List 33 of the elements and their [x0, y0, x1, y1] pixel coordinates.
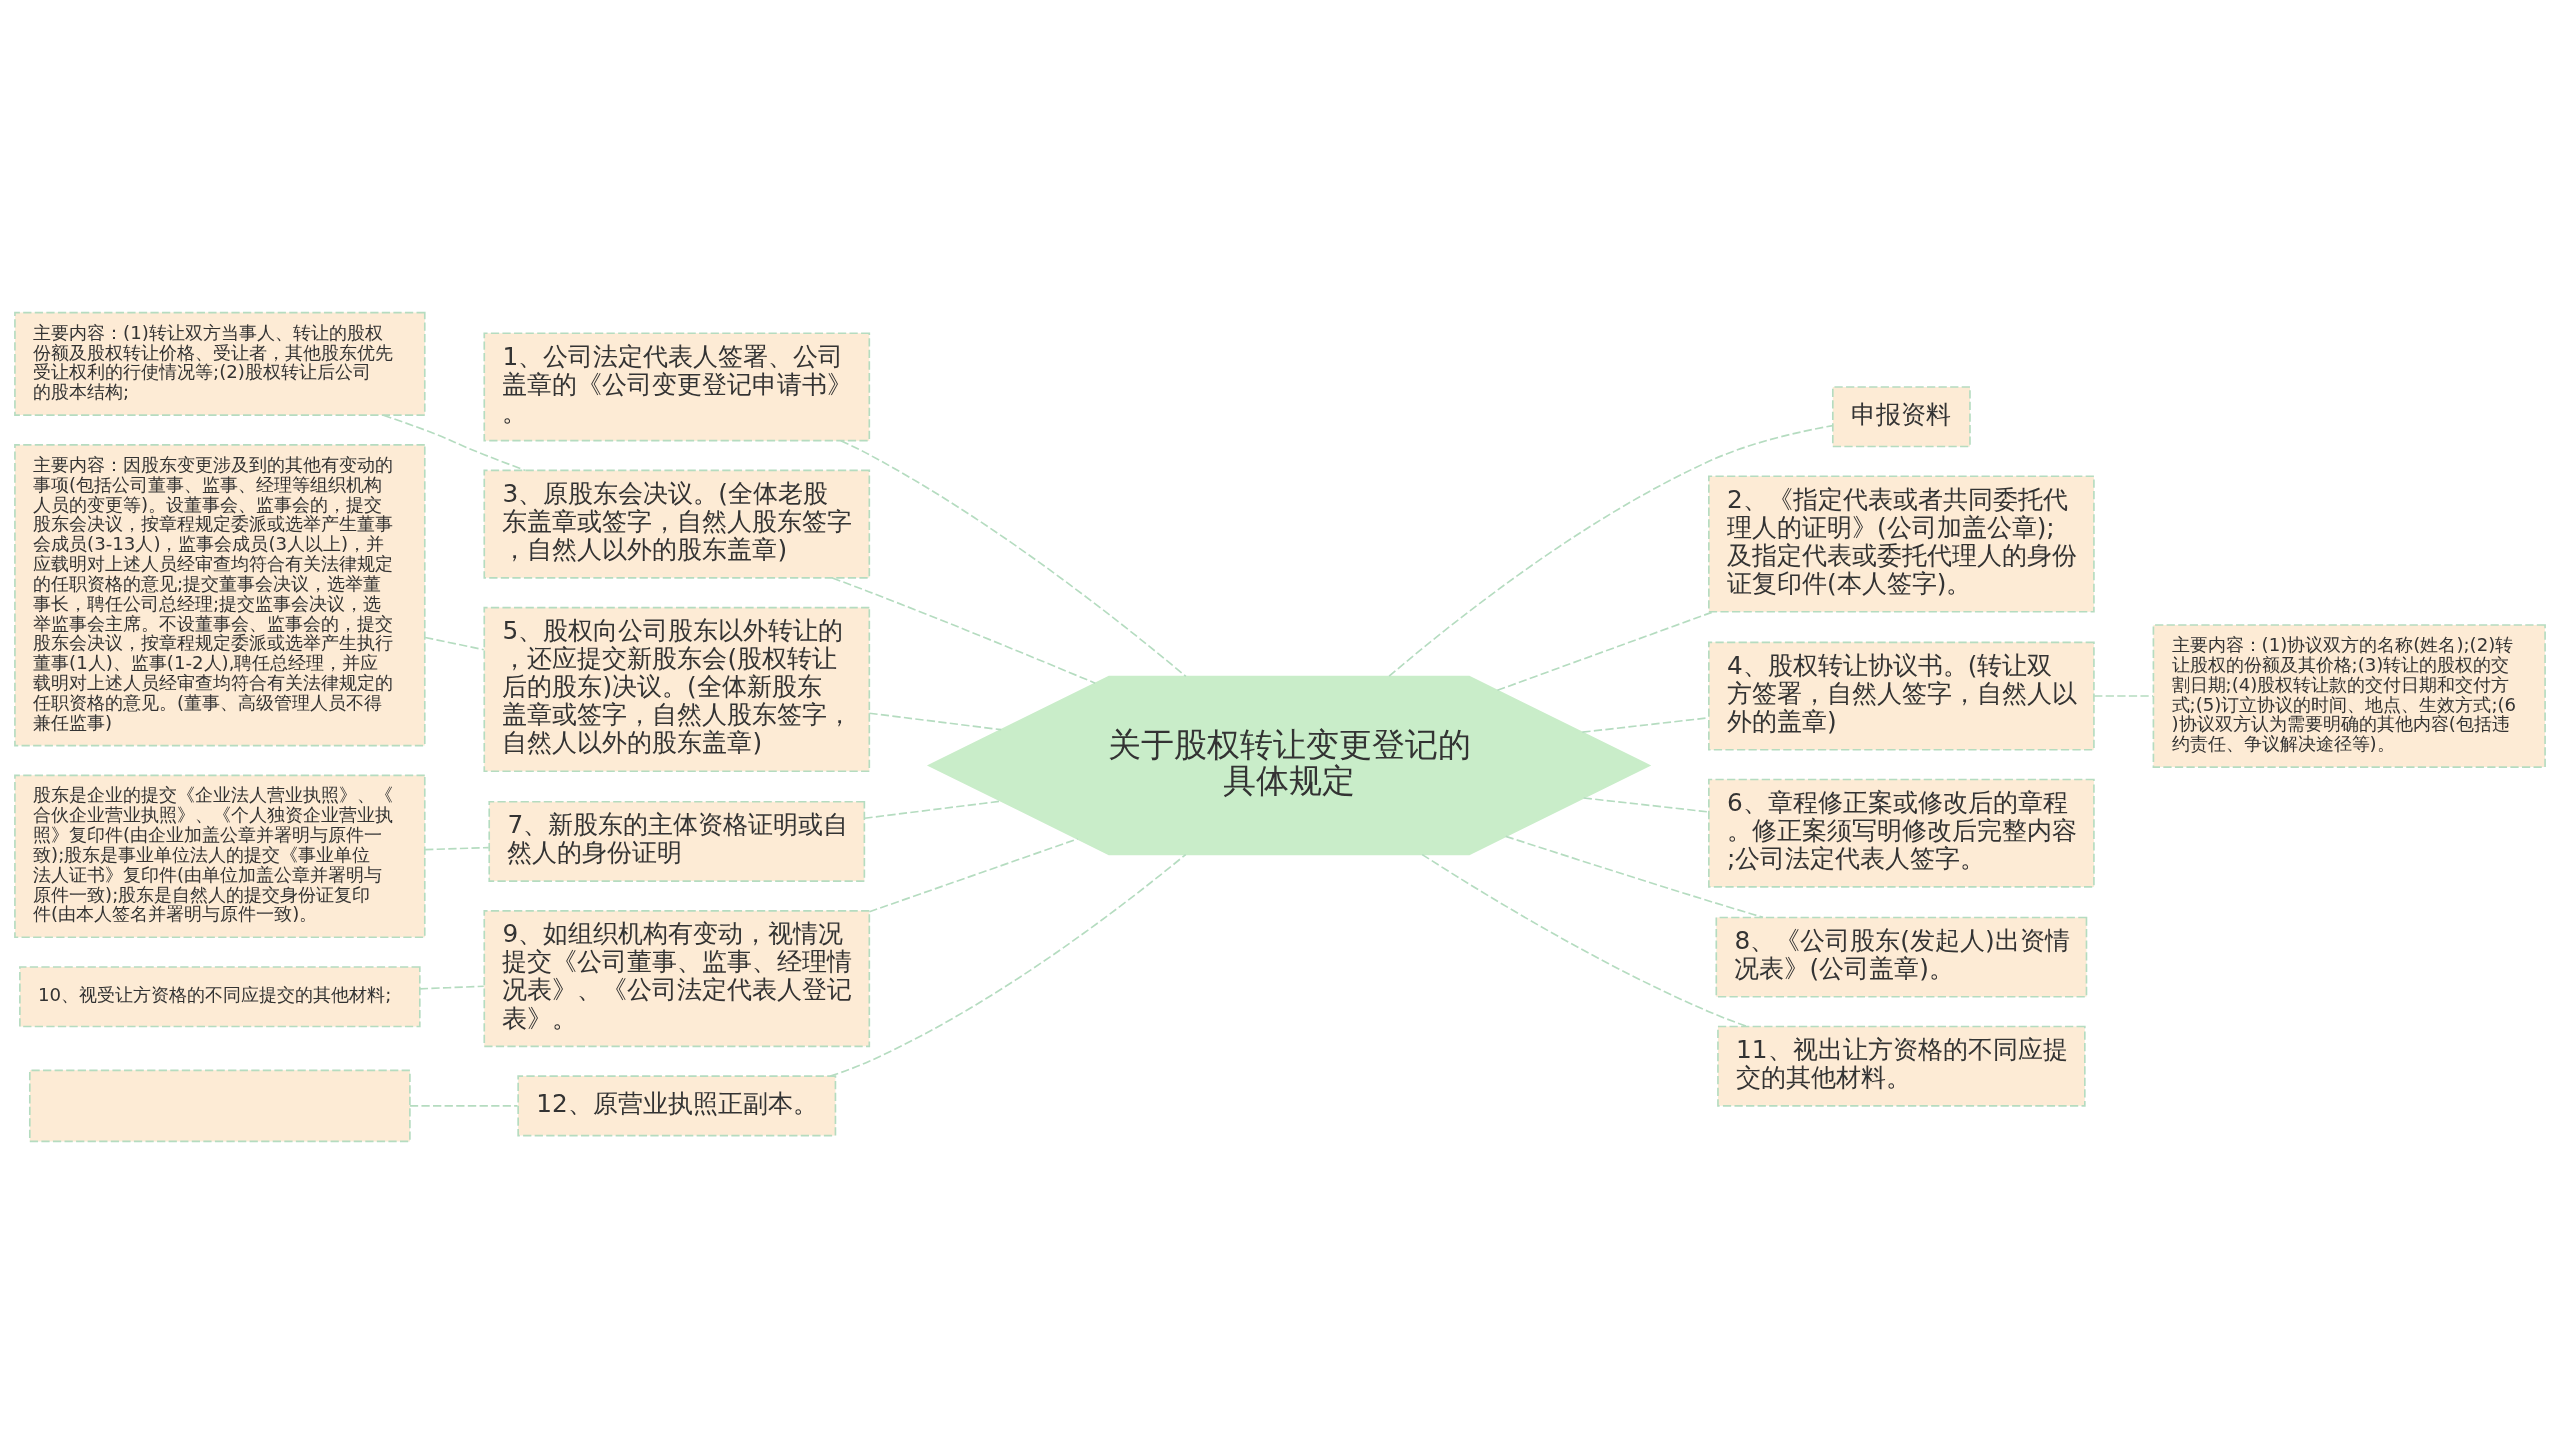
node-box: 7、新股东的主体资格证明或自然人的身份证明 — [488, 800, 866, 882]
connector — [424, 636, 485, 650]
node-box: 12、原营业执照正副本。 — [517, 1074, 837, 1136]
node-box: 3、原股东会决议。(全体老股东盖章或签字，自然人股东签字，自然人以外的股东盖章) — [483, 469, 871, 579]
node-box: 11、视出让方资格的不同应提交的其他材料。 — [1717, 1025, 2086, 1107]
node-box: 6、章程修正案或修改后的章程。修正案须写明修改后完整内容;公司法定代表人签字。 — [1708, 778, 2095, 888]
node-box: 9、如组织机构有变动，视情况提交《公司董事、监事、经理情况表》、《公司法定代表人登记表》。 — [483, 909, 871, 1047]
connector — [863, 799, 1002, 819]
node-box: 8、《公司股东(发起人)出资情况表》(公司盖章)。 — [1715, 916, 2088, 998]
node-box — [28, 1069, 411, 1142]
node-box: 主要内容：(1)转让双方当事人、转让的股权份额及股权转让价格、受让者，其他股东优先受让权利的行使情况等;(2)股权转让后公司的股本结构; — [14, 311, 426, 416]
node-box: 申报资料 — [1831, 385, 1971, 447]
connector — [1496, 610, 1714, 691]
connector — [419, 984, 485, 990]
connector — [1388, 424, 1834, 677]
node-box: 股东是企业的提交《企业法人营业执照》、《合伙企业营业执照》、《个人独资企业营业执照》复印件(由企业加盖公章并署明与原件一致);股东是事业单位法人的提交《事业单位法人证书》复印件(由单位加盖公章并署明与原件一致);股东是自然人的提交身份证复印件(由本人签名并署明与原件一致)。 — [14, 774, 426, 938]
connector — [840, 439, 1187, 677]
connector — [868, 837, 1079, 913]
connector — [1421, 853, 1749, 1027]
connector — [2093, 694, 2154, 697]
node-box: 5、股权向公司股东以外转让的，还应提交新股东会(股权转让后的股东)决议。(全体新股东盖章或签字，自然人股东签字，自然人以外的股东盖章) — [483, 606, 871, 772]
connector — [424, 846, 490, 850]
node-box: 10、视受让方资格的不同应提交的其他材料; — [19, 965, 421, 1027]
node-box: 主要内容：因股东变更涉及到的其他有变动的事项(包括公司董事、监事、经理等组织机构人员的变更等)。设董事会、监事会的，提交股东会决议，按章程规定委派或选举产生董事会成员(3-13人)，监事会成员(3人以上)，并应载明对上述人员经审查均符合有关法律规定的任职资格的意见;提交董事会决议，选举董事长，聘任公司总经理;提交监事会决议，选举监事会主席。不设董事会、监事会的，提交股东会决议，按章程规定委派或选举产生执行董事(1人)、监事(1-2人),聘任总经理，并应载明对上述人员经审查均符合有关法律规定的任职资格的意见。(董事、高级管理人员不得兼任监事) — [14, 443, 426, 746]
connector — [868, 711, 1003, 730]
node-box: 2、《指定代表或者共同委托代理人的证明》(公司加盖公章);及指定代表或委托代理人的身份证复印件(本人签字)。 — [1708, 474, 2095, 613]
node-box: 1、公司法定代表人签署、公司盖章的《公司变更登记申请书》。 — [483, 331, 871, 441]
node-box: 主要内容：(1)协议双方的名称(姓名);(2)转让股权的份额及其价格;(3)转让的股权的交割日期;(4)股权转让款的交付日期和交付方式;(5)订立协议的时间、地点、生效方式;(6)协议双方认为需要明确的其他内容(包括违约责任、争议解决途径等)。 — [2152, 623, 2546, 768]
connector — [829, 853, 1187, 1077]
connector — [1582, 796, 1710, 813]
connector — [409, 1104, 519, 1107]
connector — [382, 413, 527, 471]
node-box: 4、股权转让协议书。(转让双方签署，自然人签字，自然人以外的盖章) — [1708, 640, 2095, 751]
